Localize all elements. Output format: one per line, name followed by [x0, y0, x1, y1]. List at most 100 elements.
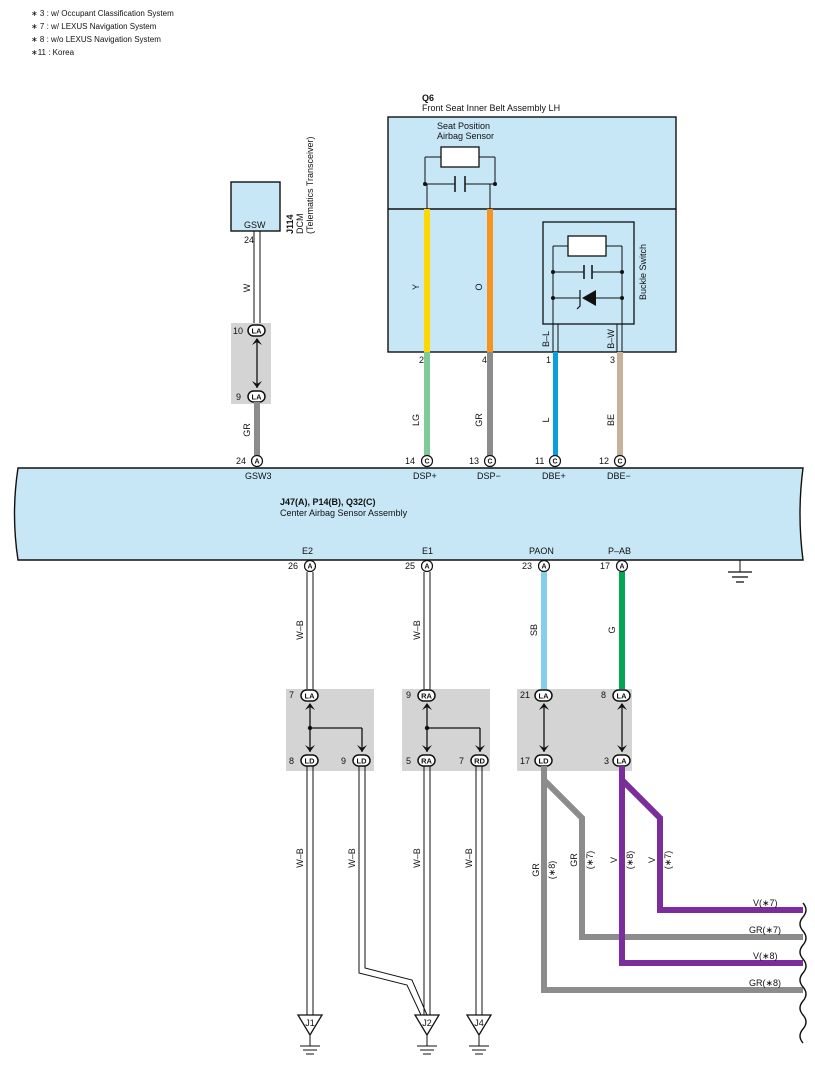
q6-pin-1: 1	[546, 355, 551, 365]
signal-p-ab: P–AB	[608, 546, 631, 556]
signal-paon: PAON	[529, 546, 554, 556]
wire-sb: SB	[529, 624, 539, 636]
junction-block-1: 7 LA 8 LD 9 LD	[286, 689, 374, 771]
note-4: ∗11 : Korea	[31, 48, 75, 57]
ground-j4-label: J4	[474, 1018, 484, 1028]
conn-a-23	[537, 559, 551, 573]
wire-w-b-j2: W–B	[412, 848, 422, 868]
conn-c-11-label: C	[552, 459, 557, 466]
jb3-br-pin: 3	[604, 756, 609, 766]
wire-g: G	[607, 626, 617, 633]
output-gr-8: GR(∗8)	[749, 978, 781, 988]
wire-w-b-25: W–B	[412, 620, 422, 640]
conn-c-13-label: C	[487, 459, 492, 466]
q6-pin-4: 4	[482, 355, 487, 365]
wire-gr-7-note: (∗7)	[585, 851, 595, 870]
jb3-bl-code: LD	[539, 757, 550, 766]
wire-w-b-jb1-right: W–B	[347, 848, 357, 868]
buckle-switch-label: Buckle Switch	[638, 244, 648, 300]
jb1-br-pin: 9	[341, 756, 346, 766]
signal-e1: E1	[422, 546, 433, 556]
wire-gr-8-note: (∗8)	[547, 861, 557, 880]
jb1-top-code: LA	[305, 692, 316, 701]
jb1-bl-code: LD	[305, 757, 316, 766]
jb2-top-pin: 9	[406, 690, 411, 700]
conn-c-11	[548, 454, 562, 468]
dcm-box	[230, 181, 281, 232]
wire-v-8-note: (∗8)	[625, 851, 635, 870]
dcm-conn-top-pin: 10	[233, 326, 243, 336]
wire-gr-7: GR	[569, 853, 579, 867]
jb3-tl-pin: 21	[520, 690, 530, 700]
dcm-name: DCM	[295, 214, 305, 235]
note-1: ∗ 3 : w/ Occupant Classification System	[31, 9, 174, 18]
conn-c-12	[613, 454, 627, 468]
dcm-conn-top-code: LA	[252, 327, 263, 336]
wire-gr-8: GR	[531, 863, 541, 877]
pin-11: 11	[535, 456, 544, 466]
sensor-label-1: Seat Position	[437, 121, 490, 131]
pin-14: 14	[405, 456, 415, 466]
conn-a-26	[303, 559, 317, 573]
conn-c-14-label: C	[424, 459, 429, 466]
note-2: ∗ 7 : w/ LEXUS Navigation System	[31, 22, 157, 31]
signal-dsp-minus: DSP−	[477, 471, 501, 481]
signal-gsw3: GSW3	[245, 471, 272, 481]
jb3-tr-code: LA	[617, 692, 628, 701]
q6-name: Front Seat Inner Belt Assembly LH	[422, 103, 560, 113]
q6-pin-2: 2	[419, 355, 424, 365]
signal-dbe-plus: DBE+	[542, 471, 566, 481]
ground-j2-label: J2	[422, 1018, 432, 1028]
pin-23: 23	[522, 561, 532, 571]
dcm-pin: 24	[244, 235, 254, 245]
pin-26: 26	[288, 561, 298, 571]
ground-j1-label: J1	[305, 1018, 315, 1028]
wire-l: L	[541, 417, 551, 422]
signal-dbe-minus: DBE−	[607, 471, 631, 481]
pin-12: 12	[599, 456, 609, 466]
q6-pin-3: 3	[610, 355, 615, 365]
signal-dsp-plus: DSP+	[413, 471, 437, 481]
wire-w-b-26: W–B	[295, 620, 305, 640]
conn-a-23-label: A	[541, 564, 546, 571]
wire-gr-24: GR	[242, 423, 252, 437]
pin-13: 13	[469, 456, 479, 466]
output-v-8: V(∗8)	[753, 951, 778, 961]
center-airbag-sensor-bar	[13, 467, 804, 561]
jb3-tr-pin: 8	[601, 690, 606, 700]
jb3-bl-pin: 17	[520, 756, 530, 766]
ground-j1: J1	[296, 1014, 324, 1055]
main-name: Center Airbag Sensor Assembly	[280, 508, 408, 518]
output-gr-7: GR(∗7)	[749, 925, 781, 935]
dcm-code: J114	[285, 214, 295, 234]
pin-17: 17	[600, 561, 610, 571]
junction-block-2: 9 RA 5 RA 7 RD	[402, 689, 490, 771]
pin-25: 25	[405, 561, 415, 571]
wire-gr-13: GR	[474, 413, 484, 427]
wire-lg: LG	[411, 414, 421, 426]
junction-block-3: 21 LA 8 LA 17 LD 3 LA	[517, 689, 632, 771]
conn-a-17	[615, 559, 629, 573]
jb2-br-pin: 7	[459, 756, 464, 766]
conn-c-12-label: C	[617, 459, 622, 466]
signal-e2: E2	[302, 546, 313, 556]
jb2-top-code: RA	[421, 692, 432, 701]
ground-j4: J4	[465, 1014, 493, 1055]
dcm-conn-bot-pin: 9	[236, 392, 241, 402]
body-ground-icon	[728, 560, 752, 583]
pin-24: 24	[236, 456, 246, 466]
jb2-bl-code: RA	[421, 757, 432, 766]
note-3: ∗ 8 : w/o LEXUS Navigation System	[31, 35, 161, 44]
dcm-terminal: GSW	[244, 220, 266, 230]
wire-v-7-note: (∗7)	[663, 851, 673, 870]
wire-o: O	[474, 283, 484, 290]
j114-component: GSW J114 DCM (Telematics Transceiver) 24…	[230, 136, 315, 456]
wire-y: Y	[411, 284, 421, 290]
conn-c-13	[483, 454, 497, 468]
jb2-br-code: RD	[474, 757, 485, 766]
jb1-bl-pin: 8	[289, 756, 294, 766]
wire-w-b-j1: W–B	[295, 848, 305, 868]
conn-a-24-label: A	[254, 459, 259, 466]
dcm-conn-bot-code: LA	[252, 393, 263, 402]
